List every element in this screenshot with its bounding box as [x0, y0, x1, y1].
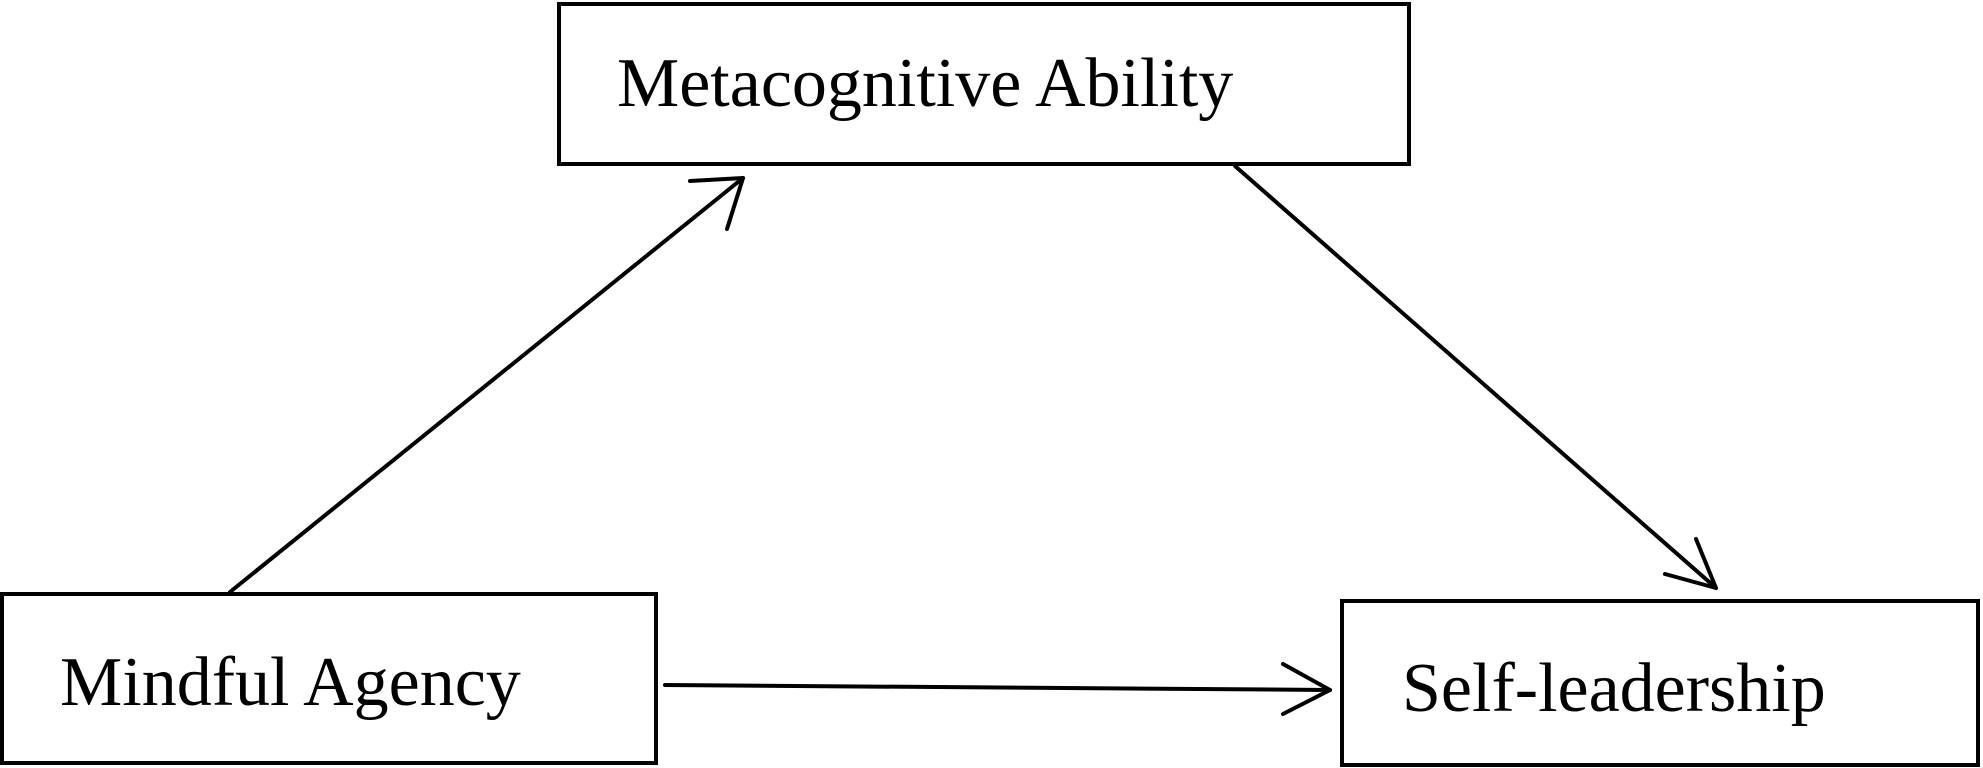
mindful-agency-box: Mindful Agency — [0, 592, 658, 765]
arrow-metacognitive-to-self-leadership — [1233, 164, 1718, 590]
metacognitive-ability-box: Metacognitive Ability — [557, 2, 1411, 166]
arrow-mindful-to-metacognitive — [228, 176, 745, 594]
self-leadership-box: Self-leadership — [1340, 599, 1980, 767]
mindful-agency-label: Mindful Agency — [60, 643, 521, 721]
self-leadership-label: Self-leadership — [1402, 650, 1826, 727]
metacognitive-ability-label: Metacognitive Ability — [617, 45, 1234, 122]
arrow-mindful-to-self-leadership — [663, 662, 1332, 716]
